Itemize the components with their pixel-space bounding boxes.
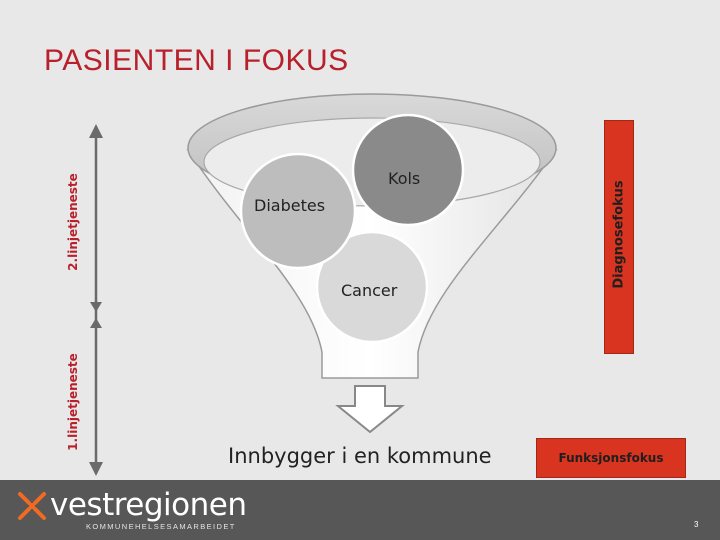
circle-label-kols: Kols [388,169,421,188]
output-arrow-icon [335,385,405,434]
page-title: PASIENTEN I FOKUS [44,44,349,77]
circle-diabetes [239,152,357,270]
circle-label-diabetes: Diabetes [254,196,326,215]
arrow-down-head [89,462,103,476]
logo-subtitle: KOMMUNEHELSESAMARBEIDET [86,522,236,531]
level-arrow [89,124,103,476]
divider-arrow-down [90,302,102,312]
diagnosis-focus-box: Diagnosefokus [604,120,634,354]
logo: vestregionen [14,487,247,524]
circle-cancer [315,230,429,344]
vestregionen-logo-icon [18,492,46,520]
function-focus-box: Funksjonsfokus [536,438,686,478]
level-label-1st-line: 1.linjetjeneste [66,353,80,451]
funnel-output-label: Innbygger i en kommune [228,444,492,468]
footer-bar [0,480,720,540]
circle-label-cancer: Cancer [341,281,398,300]
diagnosis-focus-label: Diagnosefokus [611,180,627,289]
page-number: 3 [694,520,699,529]
circle-kols [351,113,465,227]
function-focus-label: Funksjonsfokus [558,451,664,465]
divider-arrow-up [90,318,102,328]
funnel-diagram [89,93,558,476]
level-label-2nd-line: 2.linjetjeneste [66,173,80,271]
arrow-up-head [89,124,103,138]
logo-text: vestregionen [50,487,247,523]
